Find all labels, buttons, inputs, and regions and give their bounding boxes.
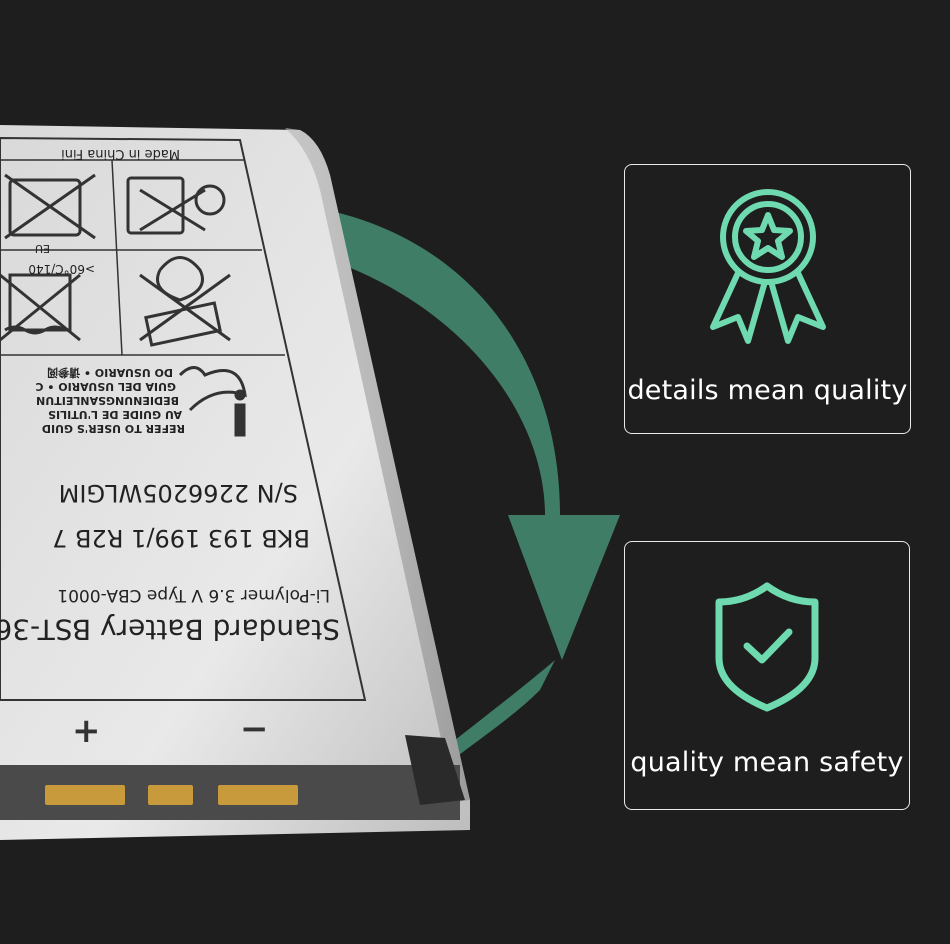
refer-line-2: AU GUIDE DE L'UTILIS (48, 408, 182, 421)
battery-type: Li-Polymer 3.6 V Type CBA-0001 (57, 585, 330, 605)
minus-terminal-mark: − (240, 709, 269, 749)
battery-side-edge (285, 128, 470, 802)
battery-model: Standard Battery BST-36 (0, 613, 340, 646)
contact-pad-3 (218, 785, 298, 805)
battery-code: BKB 193 199/1 R2B 7 (52, 524, 310, 552)
no-fire-icon (139, 256, 231, 347)
safety-card: quality mean safety (624, 541, 910, 810)
curved-arrow (300, 205, 620, 660)
temp-warning: >60°C/140 (28, 262, 95, 276)
made-in-text: Made in China Fini (61, 146, 180, 161)
refer-line-3: BEDIENUNGSANLEITUN (36, 394, 179, 407)
refer-line-4: GUIA DEL USUARIO • C (35, 380, 176, 393)
refer-line-1: REFER TO USER'S GUID (42, 422, 185, 435)
contact-pad-2 (148, 785, 193, 805)
award-ribbon-star-icon (709, 189, 826, 344)
card-title-safety: quality mean safety (630, 747, 904, 778)
shield-check-icon (715, 582, 819, 712)
card-title-quality: details mean quality (627, 375, 908, 406)
contact-pad-1 (45, 785, 125, 805)
battery-corner (405, 735, 465, 805)
plus-terminal-mark: + (72, 711, 101, 751)
bin-crossed-icon (4, 173, 96, 240)
arrow-lower-sweep (430, 660, 555, 770)
no-disposal-icon (126, 176, 226, 235)
quality-card: details mean quality (624, 164, 911, 434)
refer-line-5: DO USUARIO • 请参阅 (47, 366, 173, 380)
manual-book-icon (178, 366, 247, 437)
eu-mark: EU (35, 242, 50, 255)
serial-number: S/N 2266205WLGIM (59, 479, 298, 507)
no-water-icon (0, 273, 81, 342)
label-frame (0, 136, 367, 701)
